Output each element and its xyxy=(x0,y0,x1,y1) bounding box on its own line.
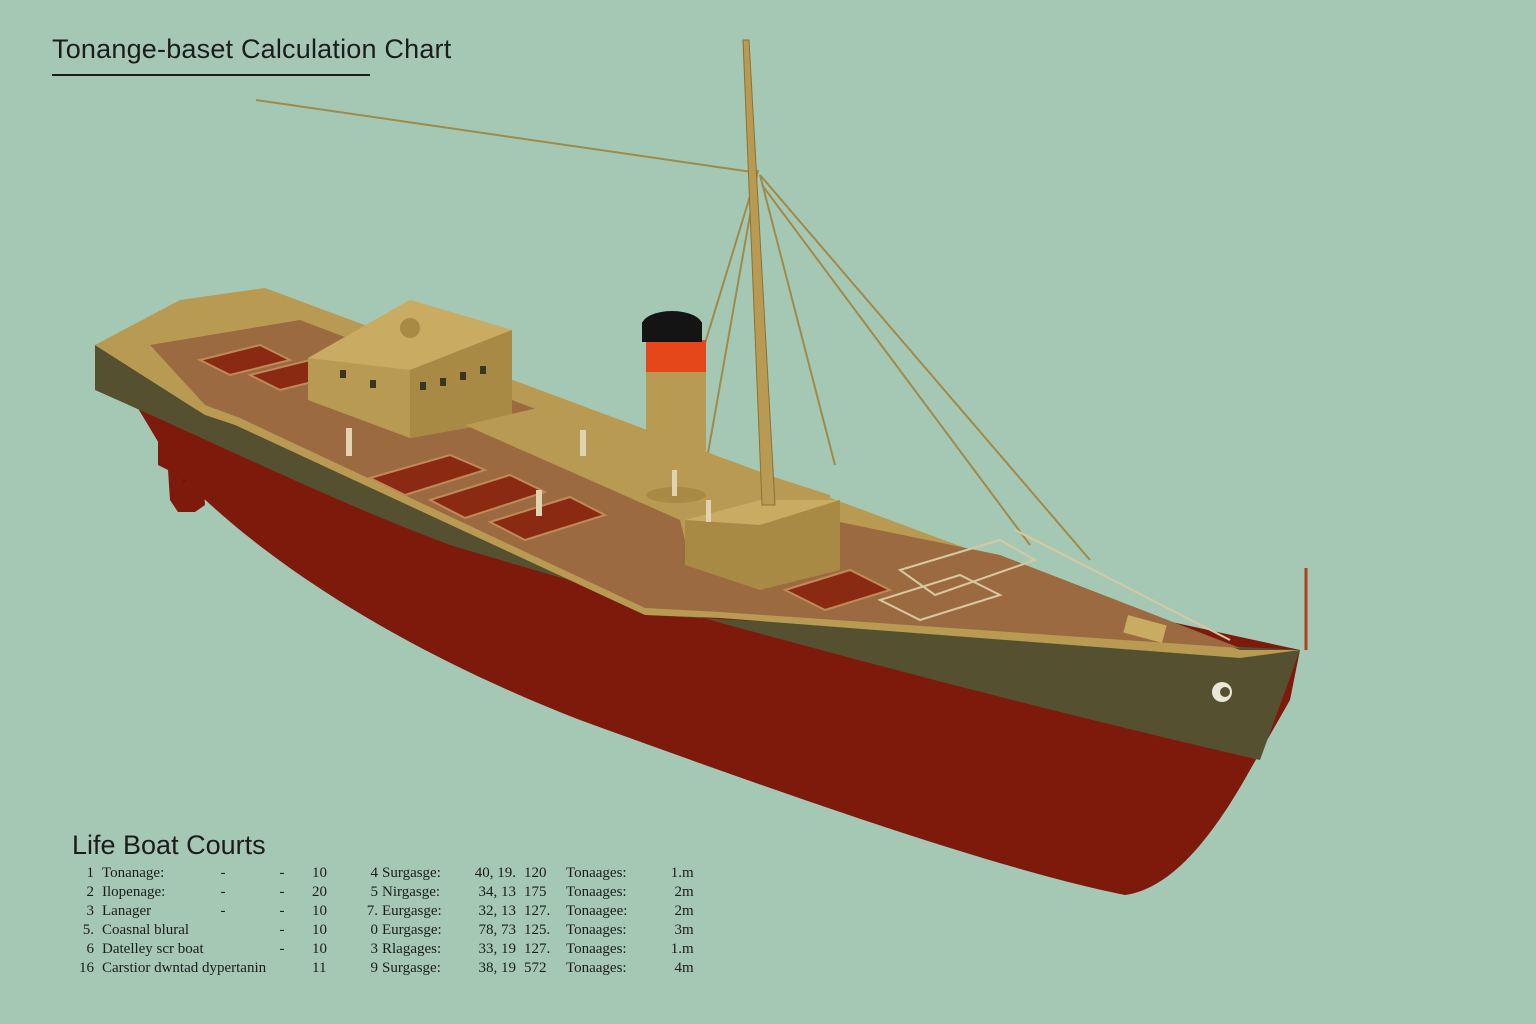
legend-cell-v3: 127. xyxy=(524,941,551,957)
legend-cell-v4: 3 xyxy=(674,922,683,938)
legend-cell-v1: 10 xyxy=(312,941,327,957)
legend-cell-v3: 175 xyxy=(524,884,547,900)
legend-cell-label3: Tonaages: xyxy=(566,884,627,900)
legend-cell-v3: 120 xyxy=(524,865,547,881)
legend-cell-label: Tonanage: xyxy=(102,865,165,881)
legend-cell-d2: - xyxy=(279,884,285,900)
legend-cell-d1: - xyxy=(220,884,226,900)
legend-cell-n1: 2 xyxy=(86,884,95,900)
legend-cell-n2: 4 xyxy=(370,865,379,881)
legend-cell-v2: 38, 19 xyxy=(478,960,517,976)
legend-cell-v2: 40, 19. xyxy=(474,865,516,881)
legend-cell-v4: 1. xyxy=(670,941,682,957)
legend-cell-label2: Surgasge: xyxy=(382,960,441,976)
legend-cell-d1: - xyxy=(220,903,226,919)
legend-cell-n1: 3 xyxy=(86,903,95,919)
title-underline xyxy=(52,74,370,76)
legend-title: Life Boat Courts xyxy=(72,830,266,860)
legend-cell-label2: Rlagages: xyxy=(382,941,442,957)
legend-cell-n2: 5 xyxy=(370,884,379,900)
legend-cell-v5: m xyxy=(682,941,694,957)
legend-cell-v1: 10 xyxy=(312,922,327,938)
legend-row: 3 Lanager - - 10 7.Eurgasge: 32, 13 127. Tonaage… xyxy=(72,902,702,921)
legend-cell-n1: 6 xyxy=(86,941,95,957)
legend-cell-label3: Tonaages: xyxy=(566,922,627,938)
legend-cell-v5: m xyxy=(682,884,694,900)
legend-cell-v1: 10 xyxy=(312,865,327,881)
mast xyxy=(742,39,776,506)
chart-title: Tonange-baset Calculation Chart xyxy=(52,34,452,64)
funnel xyxy=(642,311,706,503)
legend-cell-v3: 125. xyxy=(524,922,551,938)
legend-cell-label: Carstior dwntad dypertanin xyxy=(102,960,267,976)
legend-cell-v4: 4 xyxy=(674,960,683,976)
bow-hatch xyxy=(1123,615,1167,643)
legend-cell-v1: 20 xyxy=(312,884,327,900)
rigging xyxy=(255,99,1091,561)
legend-cell-n2: 0 xyxy=(370,922,379,938)
legend-cell-v5: m xyxy=(682,922,694,938)
legend-cell-label3: Tonaagee: xyxy=(566,903,628,919)
legend-cell-v1: 10 xyxy=(312,903,327,919)
legend-cell-d1: - xyxy=(220,865,226,881)
legend-cell-v2: 32, 13 xyxy=(478,903,517,919)
legend-cell-label: Lanager xyxy=(102,903,152,919)
aft-deckhouse xyxy=(308,300,512,438)
legend-cell-label3: Tonaages: xyxy=(566,941,627,957)
legend-cell-n1: 1 xyxy=(86,865,95,881)
legend-cell-n2: 7. xyxy=(366,903,378,919)
legend-cell-label2: Nirgasge: xyxy=(382,884,441,900)
legend-cell-v5: m xyxy=(682,865,694,881)
legend-cell-d2: - xyxy=(279,903,285,919)
legend-cell-v5: m xyxy=(682,960,694,976)
legend-cell-v2: 78, 73 xyxy=(478,922,517,938)
legend-cell-d2: - xyxy=(279,941,285,957)
legend-cell-n2: 3 xyxy=(370,941,379,957)
legend-cell-v2: 33, 19 xyxy=(478,941,517,957)
legend-cell-v1: 11 xyxy=(312,960,327,976)
forward-deck-gear xyxy=(877,529,1231,641)
crew-figures xyxy=(346,428,711,522)
legend-cell-label3: Tonaages: xyxy=(566,865,627,881)
legend-cell-d2: - xyxy=(279,865,285,881)
legend-cell-v3: 127. xyxy=(524,903,551,919)
legend-cell-n1: 16 xyxy=(79,960,94,976)
legend-cell-label2: Eurgasge: xyxy=(382,903,442,919)
cargo-hatches xyxy=(197,343,893,612)
legend-cell-label2: Surgasge: xyxy=(382,865,441,881)
legend-cell-v2: 34, 13 xyxy=(478,884,517,900)
legend-cell-v4: 1. xyxy=(670,865,682,881)
legend-cell-n1: 5. xyxy=(82,922,94,938)
hull-band xyxy=(95,345,1300,760)
legend-cell-v5: m xyxy=(682,903,694,919)
legend-cell-v3: 572 xyxy=(524,960,547,976)
legend-cell-v4: 2 xyxy=(674,903,683,919)
legend-cell-label2: Eurgasge: xyxy=(382,922,442,938)
legend-cell-v4: 2 xyxy=(674,884,683,900)
legend-cell-label3: Tonaages: xyxy=(566,960,627,976)
legend-cell-d2: - xyxy=(279,922,285,938)
legend-cell-label: Datelley scr boat xyxy=(102,941,204,957)
legend-cell-n2: 9 xyxy=(370,960,379,976)
legend-cell-label: Coasnal blural xyxy=(102,922,190,938)
legend-cell-label: Ilopenage: xyxy=(102,884,166,900)
